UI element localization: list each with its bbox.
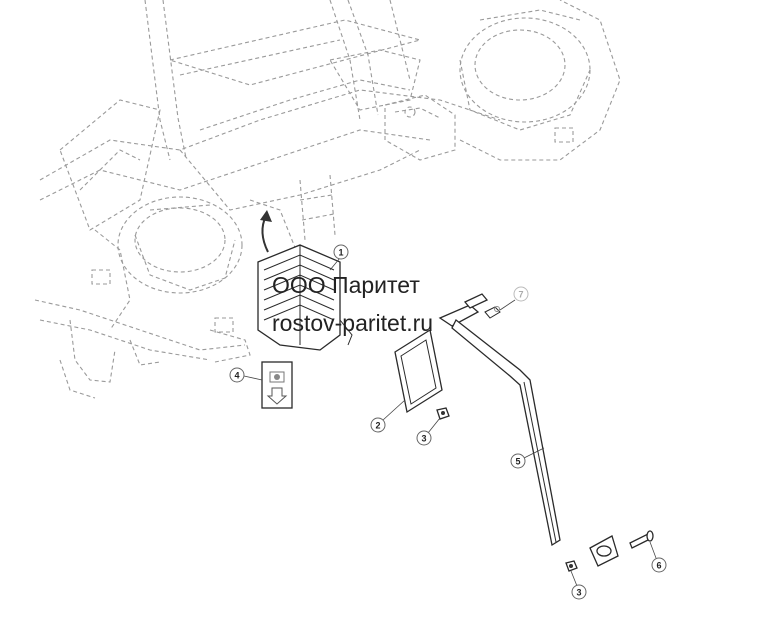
callout-6: 6 xyxy=(649,541,667,573)
install-direction-arrow xyxy=(260,210,272,253)
part-1-rubber-boot xyxy=(257,244,353,351)
callout-5: 5 xyxy=(510,447,545,469)
part-7-fitting xyxy=(484,306,501,319)
callout-1: 1 xyxy=(329,244,349,271)
part-2-plate xyxy=(394,328,443,414)
svg-text:6: 6 xyxy=(656,561,661,571)
svg-text:2: 2 xyxy=(375,421,380,431)
part-3-nut-upper xyxy=(436,407,450,420)
svg-text:1: 1 xyxy=(338,248,343,258)
callout-4: 4 xyxy=(229,367,263,383)
watermark-company-name: ООО Паритет xyxy=(272,272,420,298)
svg-text:3: 3 xyxy=(421,434,426,444)
callout-2: 2 xyxy=(370,399,406,433)
machine-body-ghost xyxy=(34,0,621,399)
part-3-nut-lower xyxy=(565,560,578,572)
svg-text:5: 5 xyxy=(515,457,520,467)
svg-text:7: 7 xyxy=(518,290,523,300)
part-4-decal xyxy=(261,361,293,409)
watermark-website: rostov-paritet.ru xyxy=(272,310,434,336)
part-6-bolt xyxy=(629,530,654,549)
svg-text:3: 3 xyxy=(576,588,581,598)
down-arrow-icon xyxy=(266,387,288,405)
callout-3-lower: 3 xyxy=(570,570,587,600)
svg-text:4: 4 xyxy=(234,371,239,381)
part-5-lever xyxy=(438,293,619,567)
callout-7: 7 xyxy=(499,286,529,311)
callout-3-upper: 3 xyxy=(416,417,441,446)
